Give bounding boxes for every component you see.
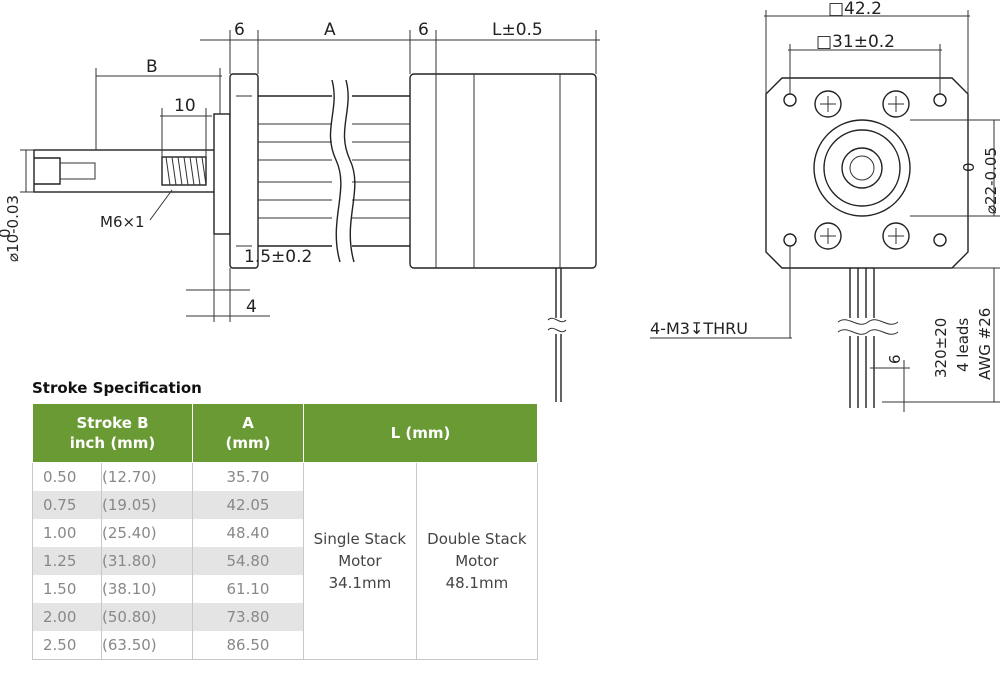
break-line bbox=[329, 79, 342, 263]
header-l: L (mm) bbox=[303, 403, 538, 463]
dim-holes: 4-M3↧THRU bbox=[650, 319, 748, 338]
header-a: A (mm) bbox=[192, 403, 304, 463]
pilot-inner bbox=[823, 129, 901, 207]
motor-can bbox=[409, 73, 597, 269]
motor-body-section bbox=[258, 79, 410, 263]
shaft-end bbox=[841, 147, 883, 189]
dim-thread-length: 10 bbox=[174, 96, 196, 116]
dimension-lines-front bbox=[650, 10, 1000, 412]
dim-pilot-diameter-upper: 0 bbox=[960, 162, 978, 172]
screw bbox=[882, 222, 910, 250]
table-row: 2.00 (50.80) 73.80 bbox=[32, 603, 538, 631]
dim-a: A bbox=[324, 20, 336, 40]
dim-shaft-diameter: ⌀10-0.03 bbox=[4, 195, 22, 262]
screw bbox=[814, 222, 842, 250]
stroke-spec-table: Stroke B inch (mm) A (mm) L (mm) 0.50 (1… bbox=[32, 403, 539, 660]
double-stack-cell: Double Stack Motor 48.1mm bbox=[415, 462, 539, 660]
side-view: 6 A 6 L±0.5 B 10 M6×1 ⌀10-0.03 0 1.5±0.2… bbox=[0, 20, 600, 402]
pilot-boss bbox=[213, 113, 231, 235]
table-row: 2.50 (63.50) 86.50 bbox=[32, 631, 538, 660]
table-row: 0.50 (12.70) 35.70 Single Stack Motor 34… bbox=[32, 462, 539, 660]
dim-shaft-diameter-upper: 0 bbox=[0, 228, 14, 238]
break-line bbox=[343, 79, 356, 263]
single-stack-cell: Single Stack Motor 34.1mm bbox=[303, 462, 417, 660]
screw bbox=[814, 90, 842, 118]
dim-pilot-diameter: ⌀22-0.05 bbox=[982, 147, 1000, 214]
table-row: 1.25 (31.80) 54.80 bbox=[32, 547, 538, 575]
dim-right-6: 6 bbox=[418, 20, 429, 40]
thread-section bbox=[161, 156, 207, 186]
table-row: 0.75 (19.05) 42.05 bbox=[32, 491, 538, 519]
dim-flange-thickness: 1.5±0.2 bbox=[244, 247, 312, 267]
dim-square: □42.2 bbox=[828, 0, 882, 19]
header-stroke: Stroke B inch (mm) bbox=[32, 403, 193, 463]
front-flange bbox=[229, 73, 259, 269]
table-row: 1.50 (38.10) 61.10 bbox=[32, 575, 538, 603]
pilot-outer bbox=[813, 119, 911, 217]
screw bbox=[882, 90, 910, 118]
lead-wires-front bbox=[837, 268, 899, 408]
table-row: 1.00 (25.40) 48.40 bbox=[32, 519, 538, 547]
shaft-flat bbox=[34, 157, 61, 185]
dim-bolt-square: □31±0.2 bbox=[816, 32, 895, 52]
dim-pilot-length: 4 bbox=[246, 297, 257, 317]
lead-wires-side bbox=[547, 268, 567, 402]
spec-title: Stroke Specification bbox=[32, 379, 202, 397]
dim-left-6: 6 bbox=[234, 20, 245, 40]
mount-hole bbox=[933, 233, 947, 247]
dim-awg: AWG #26 bbox=[976, 308, 994, 380]
dim-b: B bbox=[146, 57, 158, 77]
dim-lead-length: 320±20 bbox=[932, 318, 950, 378]
front-view: □42.2 □31±0.2 ⌀22-0.05 0 4-M3↧THRU 320±2… bbox=[650, 0, 1000, 412]
dim-thread: M6×1 bbox=[100, 213, 145, 231]
dimension-lines-side bbox=[20, 30, 600, 322]
dim-l: L±0.5 bbox=[492, 20, 543, 40]
dim-leads: 4 leads bbox=[954, 318, 972, 372]
dim-strip: 6 bbox=[886, 354, 904, 364]
